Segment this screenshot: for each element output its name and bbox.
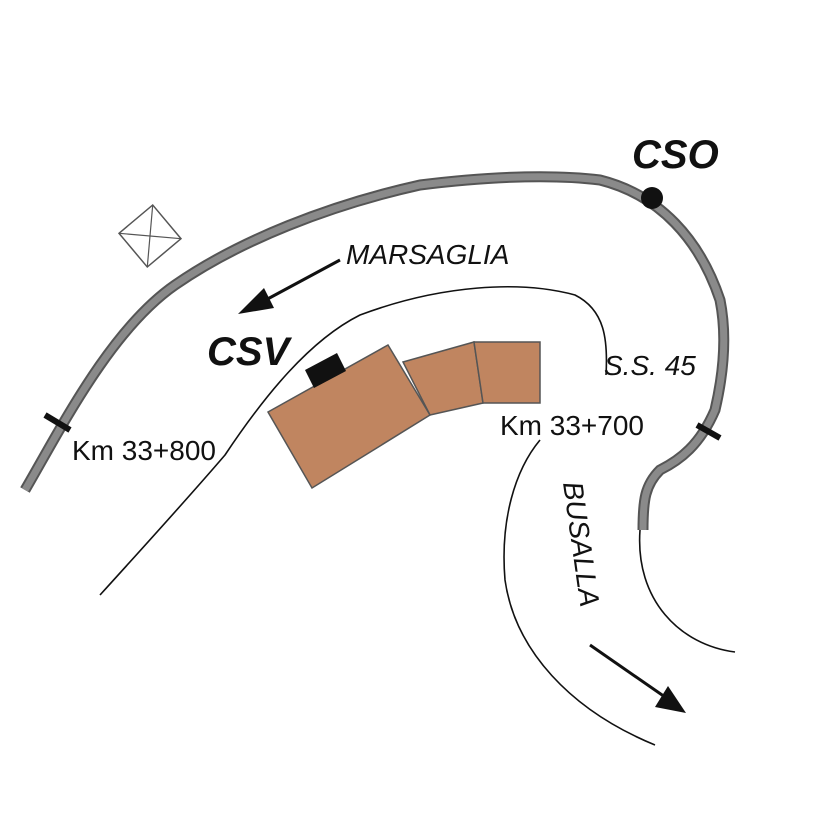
direction-label-busalla: BUSALLA [557, 480, 605, 609]
csv-block [305, 353, 346, 388]
filled-circle-icon [641, 187, 663, 209]
station-label-csv: CSV [207, 330, 293, 374]
arrow-busalla-shaft [589, 643, 666, 699]
arrow-right-icon [655, 686, 686, 713]
arrow-marsaglia-shaft [261, 258, 341, 304]
road-edge-upper [99, 286, 608, 596]
km-label-right: Km 33+700 [500, 410, 644, 441]
km-tick-right [695, 422, 722, 441]
road-edge-lower [503, 439, 656, 746]
arrow-left-icon [238, 288, 274, 314]
railway-line-inner [21, 173, 728, 531]
road-edge-right [638, 529, 736, 653]
direction-label-marsaglia: MARSAGLIA [346, 239, 509, 270]
building-right [473, 341, 541, 404]
crossed-square-icon [117, 203, 183, 269]
km-tick-left [43, 412, 72, 433]
km-label-left: Km 33+800 [72, 435, 216, 466]
station-label-cso: CSO [632, 133, 719, 177]
road-label-ss45: S.S. 45 [604, 350, 696, 381]
